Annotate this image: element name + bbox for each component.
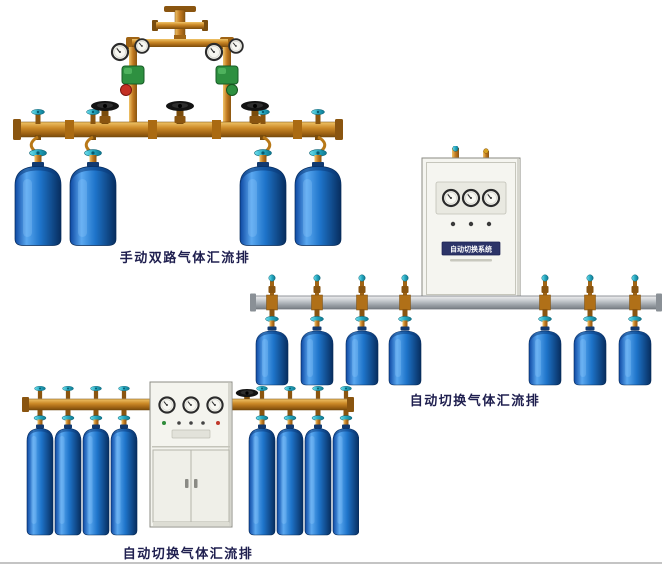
gas-cylinder xyxy=(332,415,359,536)
pressure-gauge-icon xyxy=(441,188,461,208)
product-caption-auto-switch-floor: 自动切换气体汇流排 xyxy=(122,546,254,561)
pressure-gauge-icon xyxy=(481,188,501,208)
valve-knob-icon xyxy=(312,385,324,400)
gas-cylinder xyxy=(54,415,82,536)
regulator-knob-icon xyxy=(226,84,238,96)
pipe-fitting xyxy=(266,294,278,311)
pressure-gauge-icon xyxy=(206,396,224,414)
valve-knob-icon xyxy=(284,385,296,400)
gas-cylinder xyxy=(300,315,334,386)
pipe-fitting xyxy=(212,120,221,139)
pressure-gauge-icon xyxy=(110,42,130,62)
pipe-fitting xyxy=(539,294,551,311)
pipe-fitting xyxy=(399,294,411,311)
pressure-regulator-left xyxy=(110,38,150,96)
product-image-auto-switch-manifold: 自动切换系统 xyxy=(250,146,662,386)
gas-cylinder xyxy=(248,415,276,536)
regulator-knob-icon xyxy=(120,84,132,96)
pressure-gauge-icon xyxy=(134,38,150,54)
gas-cylinder xyxy=(69,149,117,246)
cabinet-top-fittings xyxy=(452,146,489,159)
gas-cylinder xyxy=(276,415,304,536)
pressure-gauge-icon xyxy=(228,38,244,54)
valve-knob-icon xyxy=(90,385,102,400)
cabinet-doors xyxy=(152,449,230,523)
pressure-gauge-icon xyxy=(204,42,224,62)
pipe-fitting xyxy=(629,294,641,311)
cabinet-nameplate xyxy=(171,429,211,439)
valve-knob-icon xyxy=(118,385,130,400)
door-handle xyxy=(194,479,198,488)
manifold-pipe xyxy=(250,293,662,312)
product-image-manual-dual-manifold xyxy=(13,6,343,246)
indicator-dot xyxy=(201,421,205,425)
gas-cylinder xyxy=(14,149,62,246)
gas-cylinder xyxy=(82,415,110,536)
gas-cylinder xyxy=(573,315,607,386)
gas-cylinder xyxy=(255,315,289,386)
indicator-dot xyxy=(450,221,456,227)
gas-cylinder xyxy=(618,315,652,386)
indicator-dot xyxy=(162,421,166,425)
station-valve-icon xyxy=(586,274,594,297)
indicator-dot xyxy=(189,421,193,425)
indicator-dot xyxy=(468,221,474,227)
pipe-fitting xyxy=(293,120,302,139)
pressure-gauge-icon xyxy=(461,188,481,208)
valve-knob-icon xyxy=(256,385,268,400)
pipe-fitting xyxy=(148,120,157,139)
main-manifold-pipe xyxy=(13,119,343,140)
bottom-divider xyxy=(0,562,662,564)
pressure-gauge-icon xyxy=(158,396,176,414)
cabinet-label: 自动切换系统 xyxy=(450,245,492,254)
valve-knob-icon xyxy=(62,385,74,400)
valve-knob-icon xyxy=(34,385,46,400)
inlet-assembly xyxy=(152,6,208,41)
pipe-fitting xyxy=(584,294,596,311)
pipe-fitting xyxy=(65,120,74,139)
gas-cylinder xyxy=(345,315,379,386)
station-valve-icon xyxy=(358,274,366,297)
station-valve-icon xyxy=(631,274,639,297)
station-valve-icon xyxy=(541,274,549,297)
indicator-dot xyxy=(486,221,492,227)
gas-cylinder xyxy=(304,415,332,536)
product-caption-manual-dual: 手动双路气体汇流排 xyxy=(119,250,251,265)
control-cabinet: 自动切换系统 xyxy=(421,157,521,300)
pipe-fitting xyxy=(356,294,368,311)
product-image-auto-switch-manifold-floor xyxy=(22,381,359,536)
gas-cylinder xyxy=(388,315,422,386)
gas-cylinder xyxy=(110,415,138,536)
product-caption-auto-switch: 自动切换气体汇流排 xyxy=(409,393,541,408)
station-valve-icon xyxy=(401,274,409,297)
gas-cylinder xyxy=(528,315,562,386)
pipe-fitting xyxy=(311,294,323,311)
gas-cylinder xyxy=(26,415,54,536)
control-cabinet xyxy=(149,381,233,528)
handwheel-valve-icon xyxy=(166,101,194,124)
station-valve-icon xyxy=(268,274,276,297)
valve-knob-icon xyxy=(340,385,352,400)
door-handle xyxy=(185,479,189,488)
indicator-dot xyxy=(177,421,181,425)
pressure-regulator-right xyxy=(204,38,244,96)
cabinet-label-plate xyxy=(441,241,501,256)
station-valve-icon xyxy=(313,274,321,297)
pressure-gauge-icon xyxy=(182,396,200,414)
indicator-dot xyxy=(216,421,220,425)
